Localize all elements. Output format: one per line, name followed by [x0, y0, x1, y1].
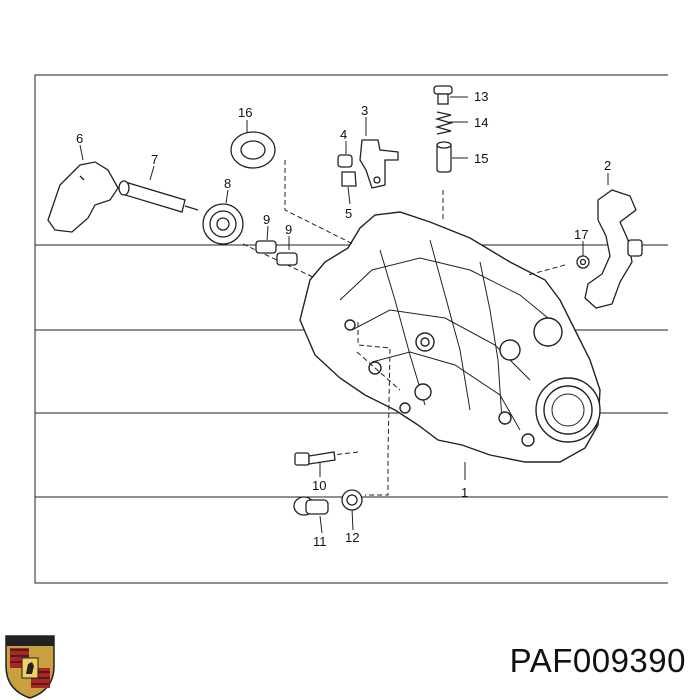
callout-16: 16	[238, 105, 252, 120]
gearbox-housing	[299, 211, 601, 463]
callout-14: 14	[474, 115, 488, 130]
callout-1: 1	[461, 485, 468, 500]
callout-8: 8	[224, 176, 231, 191]
callout-10: 10	[312, 478, 326, 493]
callout-labels: 1 2 3 4 5 6 7 8 9 9 10 11 12 13 14 15 16…	[76, 89, 611, 549]
callout-17: 17	[574, 227, 588, 242]
porsche-crest-logo	[5, 635, 55, 699]
callout-15: 15	[474, 151, 488, 166]
callout-6: 6	[76, 131, 83, 146]
callout-13: 13	[474, 89, 488, 104]
leader-lines	[79, 96, 609, 534]
callout-11: 11	[313, 534, 327, 549]
callout-4: 4	[340, 127, 347, 142]
callout-9a: 9	[263, 212, 270, 227]
callout-3: 3	[361, 103, 368, 118]
callout-9b: 9	[285, 222, 292, 237]
callout-7: 7	[151, 152, 158, 167]
part-number: PAF009390	[509, 642, 686, 679]
callout-5: 5	[345, 206, 352, 221]
callout-12: 12	[345, 530, 359, 545]
callout-2: 2	[604, 158, 611, 173]
component-parts	[47, 85, 643, 516]
